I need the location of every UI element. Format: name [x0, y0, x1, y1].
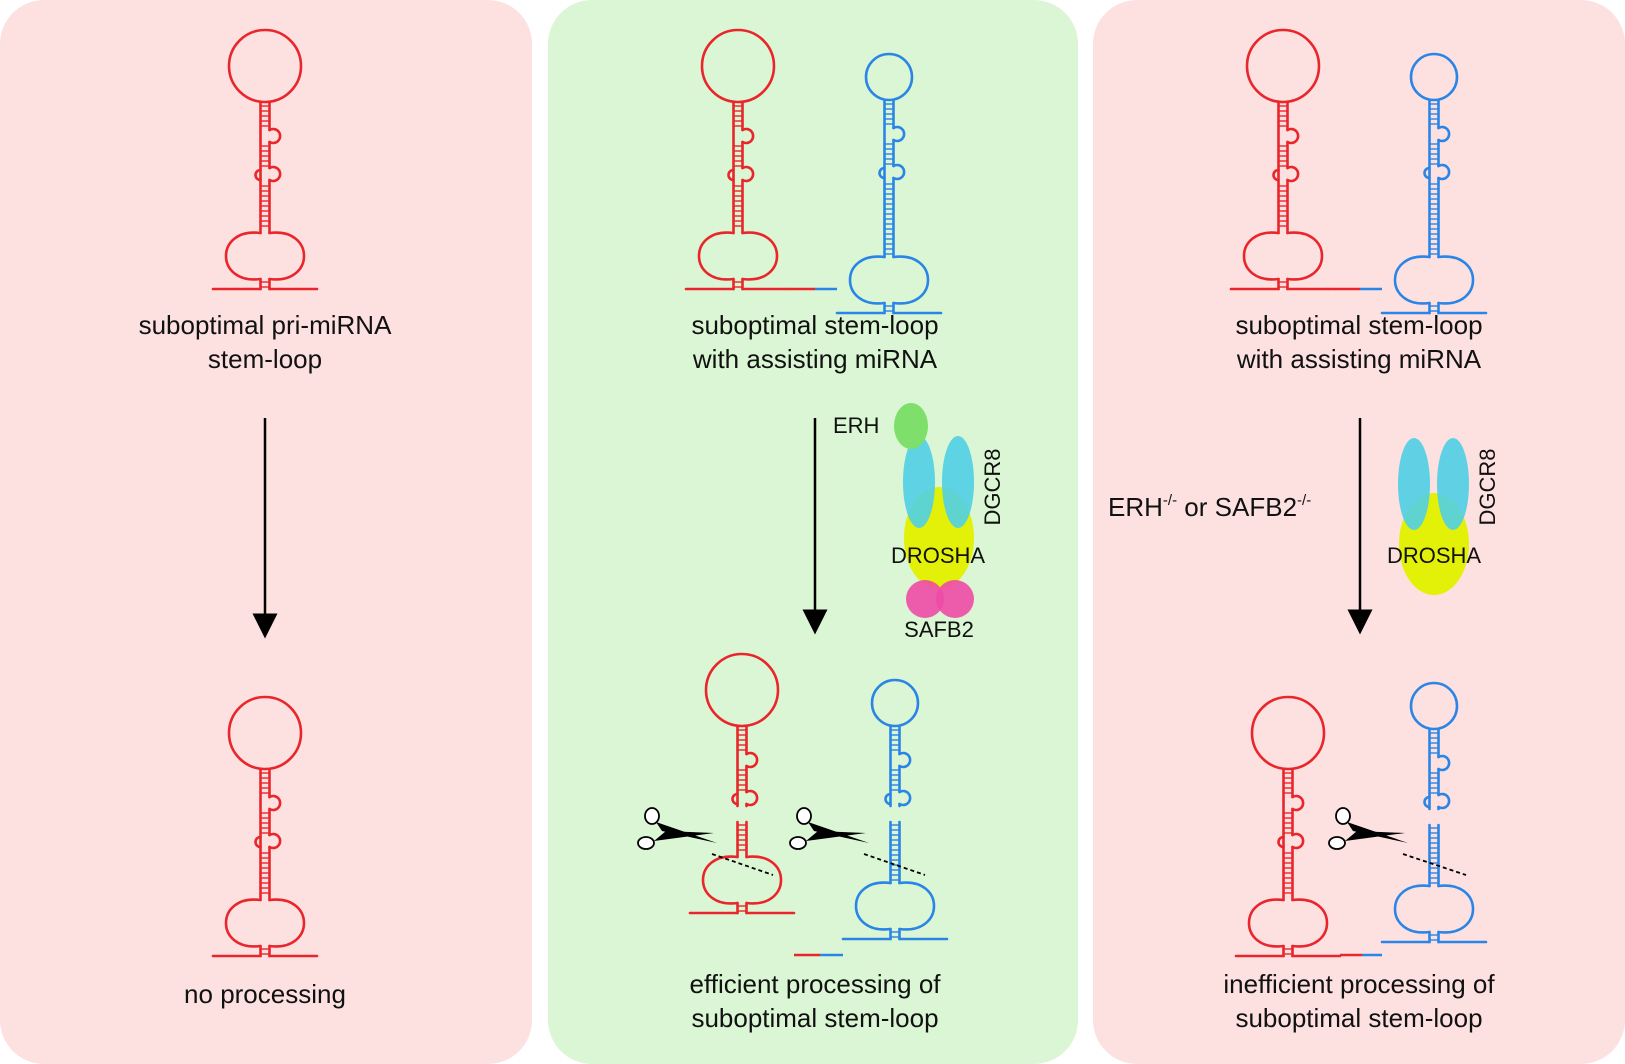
scissors-icon: [637, 807, 717, 850]
scissors-handle: [1335, 807, 1351, 825]
scissors-handle: [796, 807, 812, 825]
stem-loop-red: [684, 28, 792, 291]
scissors-icon: [1328, 807, 1408, 850]
knockout-condition-label: ERH-/- or SAFB2-/-: [1108, 492, 1311, 522]
scissors-handle: [644, 807, 660, 825]
apical-loop: [870, 678, 920, 728]
apical-loop: [1409, 681, 1459, 731]
panel-2-bottom-label-line-1: efficient processing of: [690, 969, 942, 999]
erh-protein: [894, 403, 928, 449]
condition-safb2: SAFB2: [1215, 492, 1297, 522]
panel-3-bottom-label-line-1: inefficient processing of: [1223, 969, 1495, 999]
drosha-label: DROSHA: [891, 543, 985, 568]
microprocessor-complex: DROSHA DGCR8: [1387, 438, 1500, 595]
stem-loop-red: [1229, 28, 1337, 291]
scissors-handle: [637, 836, 655, 850]
apical-loop: [704, 652, 780, 728]
condition-erh: ERH: [1108, 492, 1163, 522]
condition-erh-superscript: -/-: [1163, 492, 1177, 509]
apical-loop: [700, 28, 776, 104]
panel-2-top-label-line-1: suboptimal stem-loop: [691, 310, 938, 340]
scissors-blade: [654, 831, 714, 841]
panel-1-top-label-line-1: suboptimal pri-miRNA: [139, 310, 392, 340]
stem-loop-blue-cleaved: [1380, 681, 1488, 944]
stem-loop-red-cleaved: [688, 652, 796, 915]
cut-line: [711, 853, 774, 876]
stem-loop-blue: [1380, 52, 1488, 315]
scissors-icon: [789, 807, 869, 850]
drosha-label: DROSHA: [1387, 543, 1481, 568]
stem-loop-red: [1234, 695, 1342, 958]
condition-safb2-superscript: -/-: [1297, 492, 1311, 509]
dgcr8-label: DGCR8: [980, 448, 1005, 525]
microprocessor-complex: ERH DROSHA SAFB2 DGCR8: [833, 403, 1005, 642]
panel-1-top-label-line-2: stem-loop: [208, 344, 322, 374]
apical-loop: [1250, 695, 1326, 771]
stem-loop-red: [211, 28, 319, 291]
apical-loop: [864, 52, 914, 102]
panel-3-bottom-label-line-2: suboptimal stem-loop: [1235, 1003, 1482, 1033]
scissors-blade: [1345, 831, 1405, 841]
safb2-protein: [906, 580, 944, 618]
dgcr8-protein: [1398, 438, 1430, 530]
panel-1-bottom-label-line-1: no processing: [184, 979, 346, 1009]
erh-label: ERH: [833, 413, 879, 438]
apical-loop: [1409, 52, 1459, 102]
dgcr8-label: DGCR8: [1475, 448, 1500, 525]
panel-3-top-label-line-2: with assisting miRNA: [1236, 344, 1482, 374]
panel-inefficient-processing: suboptimal stem-loop with assisting miRN…: [1108, 28, 1500, 1033]
panel-3-top-label-line-1: suboptimal stem-loop: [1235, 310, 1482, 340]
safb2-protein: [936, 580, 974, 618]
scissors-handle: [789, 836, 807, 850]
stem-loop-blue-cleaved: [841, 678, 949, 941]
dgcr8-protein: [942, 436, 974, 528]
cut-line: [863, 853, 926, 876]
dgcr8-protein: [903, 436, 935, 528]
safb2-label: SAFB2: [904, 617, 974, 642]
panel-2-bottom-label-line-2: suboptimal stem-loop: [691, 1003, 938, 1033]
scissors-handle: [1328, 836, 1346, 850]
apical-loop: [1245, 28, 1321, 104]
stem-loop-blue: [835, 52, 943, 315]
panel-no-processing: suboptimal pri-miRNA stem-loop no proces…: [139, 28, 392, 1009]
dgcr8-protein: [1437, 438, 1469, 530]
panel-background: [548, 0, 1078, 1064]
stem-loop-red: [211, 695, 319, 958]
panel-2-top-label-line-2: with assisting miRNA: [692, 344, 938, 374]
condition-or: or: [1177, 492, 1215, 522]
apical-loop: [227, 28, 303, 104]
apical-loop: [227, 695, 303, 771]
panel-efficient-processing: suboptimal stem-loop with assisting miRN…: [637, 28, 1005, 1033]
scissors-blade: [806, 831, 866, 841]
